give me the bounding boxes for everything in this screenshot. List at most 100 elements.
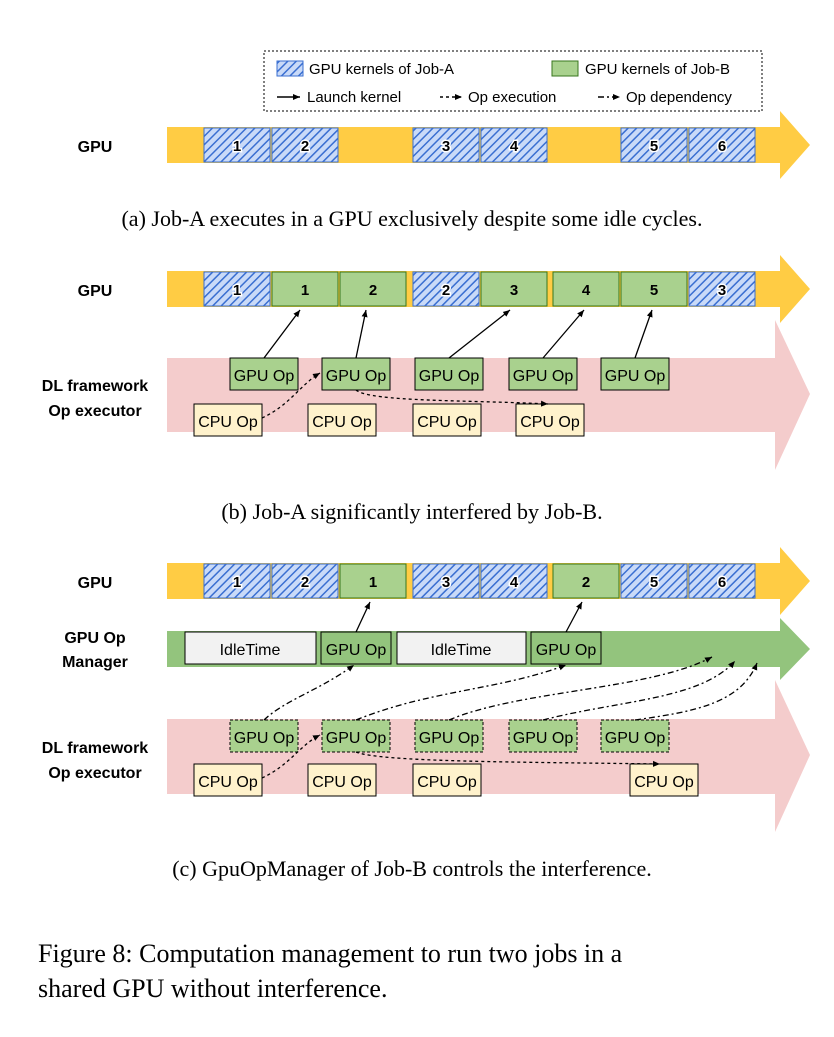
panel-c-kernel-1-job-a: 1 — [203, 563, 271, 599]
panel-c-op-dep-arrow-2 — [355, 664, 567, 721]
panel-b-gpu-op-3: GPU Op — [414, 357, 484, 391]
panel-c-op-dep-arrow-3 — [448, 656, 713, 721]
panel-c-kernel-7-label: 5 — [650, 574, 658, 591]
panel-c-kernel-2-job-a: 2 — [271, 563, 339, 599]
panel-b-kernel-3-job-b: 2 — [339, 271, 407, 307]
legend-op-exec-label: Op execution — [468, 89, 556, 106]
panel-a-kernel-4-job-a: 4 — [480, 127, 548, 163]
panel-b-gpu-op-5: GPU Op — [600, 357, 670, 391]
panel-a-kernel-6-label: 6 — [718, 138, 726, 155]
panel-a-kernel-5-job-a: 5 — [620, 127, 688, 163]
panel-b-cpu-op-1-label: CPU Op — [198, 414, 258, 431]
panel-b-dl-label-2: Op executor — [48, 403, 141, 420]
legend-job-a-label: GPU kernels of Job-A — [309, 61, 454, 78]
panel-c-kernel-8-job-a: 6 — [688, 563, 756, 599]
panel-c-op-exec-arrow-1 — [261, 734, 321, 779]
panel-c-kernel-8-label: 6 — [718, 574, 726, 591]
panel-c-idle-1-label: IdleTime — [220, 642, 281, 659]
panel-c-manager-gpu-op-2: GPU Op — [530, 631, 602, 665]
panel-c-op-dep-arrow-5 — [634, 662, 758, 721]
panel-a-gpu-label: GPU — [78, 139, 113, 156]
legend-launch-label: Launch kernel — [307, 89, 401, 106]
legend-job-b-label: GPU kernels of Job-B — [585, 61, 730, 78]
panel-c-gpu-op-5: GPU Op — [600, 719, 670, 753]
panel-c-kernel-6-label: 2 — [582, 574, 590, 591]
panel-b-gpu-op-4-label: GPU Op — [513, 368, 574, 385]
caption-b: (b) Job-A significantly interfered by Jo… — [221, 499, 602, 524]
panel-c-gpu-label: GPU — [78, 575, 113, 592]
panel-c-manager-label-2: Manager — [62, 654, 128, 671]
panel-a-kernel-1-label: 1 — [233, 138, 241, 155]
panel-c-kernel-4-label: 3 — [442, 574, 450, 591]
panel-c-gpu-op-2: GPU Op — [321, 719, 391, 753]
panel-b-gpu-op-4: GPU Op — [508, 357, 578, 391]
panel-c-gpu-op-1-label: GPU Op — [234, 730, 295, 747]
panel-c-gpu-op-1: GPU Op — [229, 719, 299, 753]
panel-c-gpu-op-4: GPU Op — [508, 719, 578, 753]
legend-job-a-swatch — [276, 60, 304, 77]
panel-b-dl-label-1: DL framework — [42, 378, 149, 395]
panel-b-cpu-op-2-label: CPU Op — [312, 414, 372, 431]
panel-b-kernel-1-label: 1 — [233, 282, 241, 299]
legend-op-dep-label: Op dependency — [626, 89, 732, 106]
panel-b-kernel-5-label: 3 — [510, 282, 518, 299]
panel-c-cpu-op-2-label: CPU Op — [312, 774, 372, 791]
panel-a-kernel-5-label: 5 — [650, 138, 658, 155]
panel-b-launch-arrow-3 — [448, 309, 511, 359]
panel-b-gpu-op-2: GPU Op — [321, 357, 391, 391]
panel-b-kernel-5-job-b: 3 — [480, 271, 548, 307]
figure-caption-line-2: shared GPU without interference. — [38, 974, 387, 1003]
panel-c-launch-arrow-1 — [355, 601, 371, 633]
panel-c-cpu-op-3: CPU Op — [412, 763, 482, 797]
panel-c-launch-arrow-2 — [565, 601, 583, 633]
panel-b-launch-arrow-4 — [542, 309, 585, 359]
panel-c-kernel-3-label: 1 — [369, 574, 377, 591]
figure-caption-line-1: Figure 8: Computation management to run … — [38, 939, 623, 968]
panel-c: GPU 1 2 1 3 4 2 5 6 GPU Op Manager IdleTime GPU… — [42, 547, 810, 881]
panel-c-kernels: 1 2 1 3 4 2 5 6 — [203, 563, 756, 599]
panel-a-kernel-3-job-a: 3 — [412, 127, 480, 163]
panel-c-gpu-op-5-label: GPU Op — [605, 730, 666, 747]
panel-c-op-exec-arrow-2 — [355, 751, 661, 767]
panel-c-manager-gpu-op-1-label: GPU Op — [326, 642, 387, 659]
legend-job-b-swatch — [551, 60, 579, 77]
panel-a-kernel-3-label: 3 — [442, 138, 450, 155]
panel-c-op-dep-arrow-4 — [542, 660, 736, 721]
panel-b-kernel-1-job-a: 1 — [203, 271, 271, 307]
panel-c-manager-gpu-op-2-label: GPU Op — [536, 642, 597, 659]
panel-c-kernel-3-job-b: 1 — [339, 563, 407, 599]
panel-b-cpu-op-4: CPU Op — [515, 403, 585, 437]
panel-a-kernel-1-job-a: 1 — [203, 127, 271, 163]
panel-b-gpu-label: GPU — [78, 283, 113, 300]
panel-b-launch-arrow-2 — [355, 309, 368, 359]
panel-c-cpu-op-1: CPU Op — [193, 763, 263, 797]
panel-b-gpu-op-1: GPU Op — [229, 357, 299, 391]
panel-b-kernel-6-label: 4 — [582, 282, 591, 299]
panel-c-kernel-6-job-b: 2 — [552, 563, 620, 599]
panel-c-kernel-5-label: 4 — [510, 574, 519, 591]
panel-b-gpu-op-3-label: GPU Op — [419, 368, 480, 385]
panel-b-cpu-op-3: CPU Op — [412, 403, 482, 437]
panel-c-idle-1: IdleTime — [184, 631, 317, 665]
panel-b-launch-arrow-5 — [634, 309, 653, 359]
panel-c-kernel-4-job-a: 3 — [412, 563, 480, 599]
panel-b-kernel-2-job-b: 1 — [271, 271, 339, 307]
panel-c-op-dep-arrow-1 — [263, 664, 355, 721]
panel-b-kernel-4-label: 2 — [442, 282, 450, 299]
panel-c-cpu-op-2: CPU Op — [307, 763, 377, 797]
panel-a-kernel-4-label: 4 — [510, 138, 519, 155]
panel-a-kernel-2-job-a: 2 — [271, 127, 339, 163]
panel-b-op-exec-arrow-2 — [355, 389, 549, 407]
legend-frame — [263, 50, 763, 112]
panel-c-kernel-5-job-a: 4 — [480, 563, 548, 599]
panel-c-manager-label-1: GPU Op — [64, 630, 126, 647]
panel-c-gpu-op-4-label: GPU Op — [513, 730, 574, 747]
panel-c-kernel-7-job-a: 5 — [620, 563, 688, 599]
panel-b-gpu-op-1-label: GPU Op — [234, 368, 295, 385]
panel-c-kernel-1-label: 1 — [233, 574, 241, 591]
